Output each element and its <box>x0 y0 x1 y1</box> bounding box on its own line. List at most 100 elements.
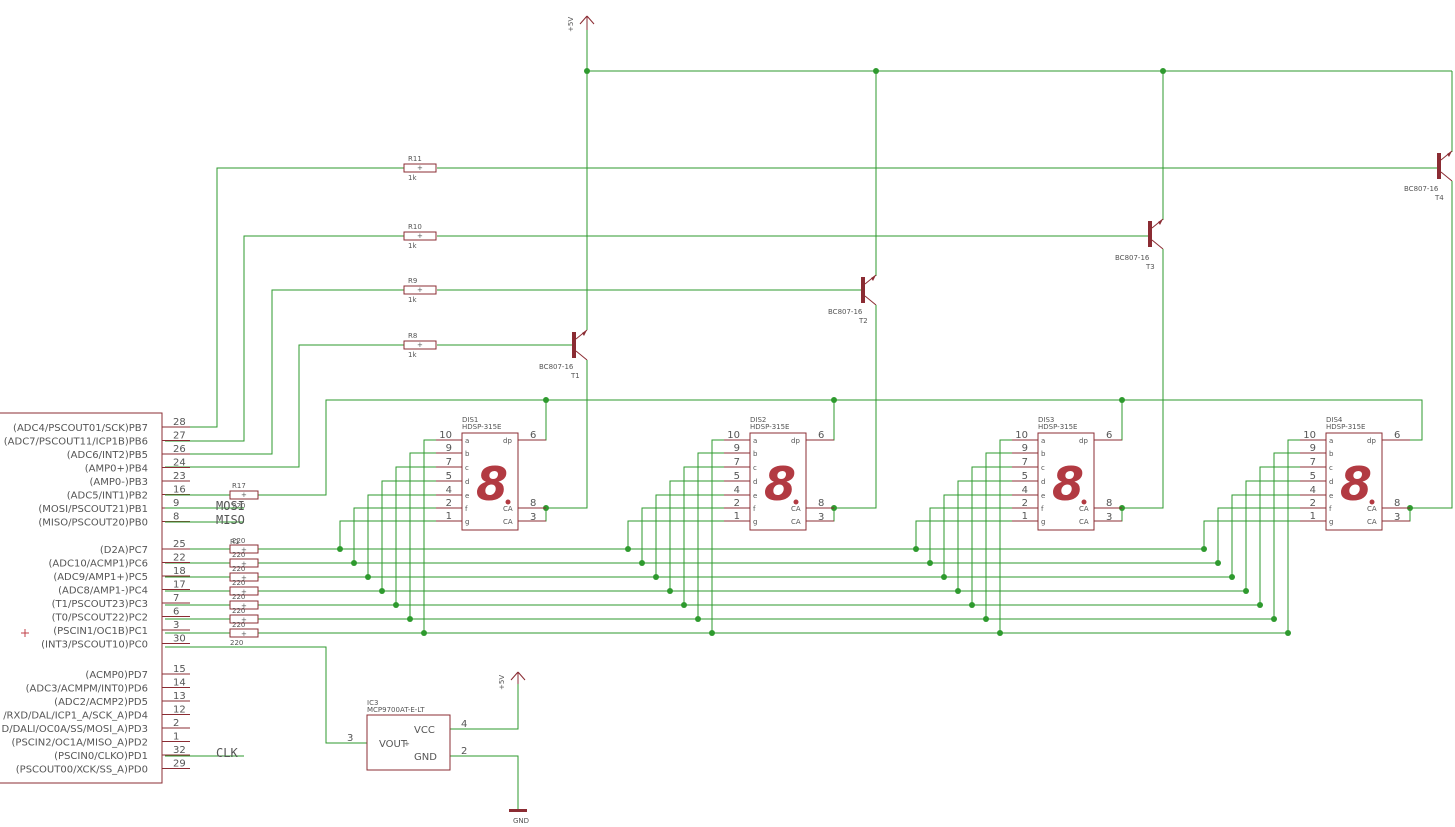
display-pin-number: 3 <box>1394 512 1400 523</box>
mcu-pin-name: (ACMP0)PD7 <box>85 670 148 681</box>
display-segment-name: b <box>753 450 758 458</box>
segment-resistor-value: 220 <box>232 621 245 629</box>
display-pin-number: 1 <box>734 511 740 522</box>
resistor-r10: R10 1k + <box>403 223 437 250</box>
ic3-pin-gnd: 2 <box>461 746 467 757</box>
mcu-pin-name: (ADC2/ACMP2)PD5 <box>54 697 148 708</box>
display-segment-name: f <box>1041 505 1044 513</box>
display-segment-name: b <box>465 450 470 458</box>
mcu-pin-number: 29 <box>173 759 186 770</box>
mcu-pin-name: (MISO/PSCOUT20)PB0 <box>38 518 148 529</box>
segment-resistor: 220+ <box>229 593 259 610</box>
display-segment-name: a <box>465 437 469 445</box>
segment-resistor: 220+ <box>229 565 259 582</box>
segment-resistor-plus: + <box>241 546 247 554</box>
mcu-pin-name: (T1/PSCOUT23)PC3 <box>52 599 148 610</box>
segment-resistor-plus: + <box>241 588 247 596</box>
junction-dot <box>1160 68 1166 74</box>
mcu-pin-name: (MOSI/PSCOUT21)PB1 <box>38 504 148 515</box>
mcu-pin-name: (AMP0+)PB4 <box>85 464 148 475</box>
resistor-r11: R11 1k + <box>403 155 437 182</box>
svg-text:+: + <box>417 232 423 240</box>
display-segment-name: d <box>465 478 469 486</box>
display-pin-number: 5 <box>734 471 740 482</box>
display-segment-name: b <box>1329 450 1334 458</box>
display-pin-number: 3 <box>530 512 536 523</box>
ic3-vcc-label: VCC <box>414 725 435 736</box>
mosi-net-label: MOSI <box>216 499 245 513</box>
display-segment-name: g <box>1329 518 1333 526</box>
mcu-pin-name: (AMP0-)PB3 <box>89 477 148 488</box>
display-pin-number: 8 <box>818 498 824 509</box>
ic3-vcc-supply-label: +5V <box>498 675 506 690</box>
mcu-pin-name: (PSCIN0/CLKO)PD1 <box>54 751 148 762</box>
resistor-value: 1k <box>408 296 417 304</box>
display-pin-number: 5 <box>1310 471 1316 482</box>
display-pin-number: 9 <box>734 443 740 454</box>
display-segment-name: a <box>753 437 757 445</box>
display-pin-number: 2 <box>446 498 452 509</box>
display-dp-name: dp <box>1367 437 1376 445</box>
display-ca-name: CA <box>1367 518 1377 526</box>
display-pin-number: 3 <box>1106 512 1112 523</box>
display-pin-number: 6 <box>818 430 824 441</box>
segment-resistor: 220+ <box>229 537 259 554</box>
mcu-pin-number: 3 <box>173 620 179 631</box>
display-pin-number: 7 <box>1310 457 1316 468</box>
display-segment-name: c <box>1329 464 1333 472</box>
mcu-pin-number: 23 <box>173 471 186 482</box>
resistor-ref: R11 <box>408 155 422 163</box>
segment-resistor-plus: + <box>241 602 247 610</box>
segment-resistor-value: 220 <box>232 607 245 615</box>
base-drive-wires <box>165 167 1438 468</box>
mcu-pin-name: (PSCIN2/OC1A/MISO_A)PD2 <box>12 738 148 749</box>
transistor-part: BC807-16 <box>828 308 863 316</box>
display-dp-name: dp <box>1079 437 1088 445</box>
display-segment-name: a <box>1329 437 1333 445</box>
display-pin-number: 1 <box>1310 511 1316 522</box>
segment-resistor: 220+ <box>229 607 259 624</box>
segment-resistor-plus: + <box>241 574 247 582</box>
display-pin-number: 10 <box>1303 430 1316 441</box>
display-dp-name: dp <box>791 437 800 445</box>
display-ca-name: CA <box>791 505 801 513</box>
junction-dot <box>1119 397 1125 403</box>
display-segment-name: g <box>753 518 757 526</box>
svg-text:+: + <box>417 341 423 349</box>
display-part: HDSP-315E <box>1038 423 1077 431</box>
display-dp-name: dp <box>503 437 512 445</box>
mcu-pin-number: 7 <box>173 593 179 604</box>
mcu-pin-number: 24 <box>173 458 186 469</box>
transistor-ref: T4 <box>1434 194 1444 202</box>
display-segment-name: c <box>753 464 757 472</box>
transistor-part: BC807-16 <box>539 363 574 371</box>
display-ca-name: CA <box>503 518 513 526</box>
mcu-pin-number: 15 <box>173 664 186 675</box>
resistor-ref: R8 <box>408 332 417 340</box>
transistor-part: BC807-16 <box>1404 185 1439 193</box>
mcu-pin-number: 1 <box>173 732 179 743</box>
display-pin-number: 10 <box>1015 430 1028 441</box>
display-segment-name: f <box>753 505 756 513</box>
transistor-ref: T2 <box>858 317 868 325</box>
display-segment-name: d <box>1041 478 1045 486</box>
display-segment-name: b <box>1041 450 1046 458</box>
mcu-pin: (AMP0+)PB4 24 <box>85 458 190 475</box>
segment-resistor: 220+ <box>229 579 259 596</box>
mcu-pin: (PSCIN2/OC1A/MISO_A)PD2 1 <box>12 732 190 749</box>
display-segment-name: g <box>465 518 469 526</box>
origin-cross <box>21 629 29 637</box>
mcu-pin-name: (ADC5/INT1)PB2 <box>67 491 148 502</box>
display-pin-number: 6 <box>530 430 536 441</box>
transistor-part: BC807-16 <box>1115 254 1150 262</box>
transistor-t1: BC807-16 T1 <box>539 329 588 380</box>
